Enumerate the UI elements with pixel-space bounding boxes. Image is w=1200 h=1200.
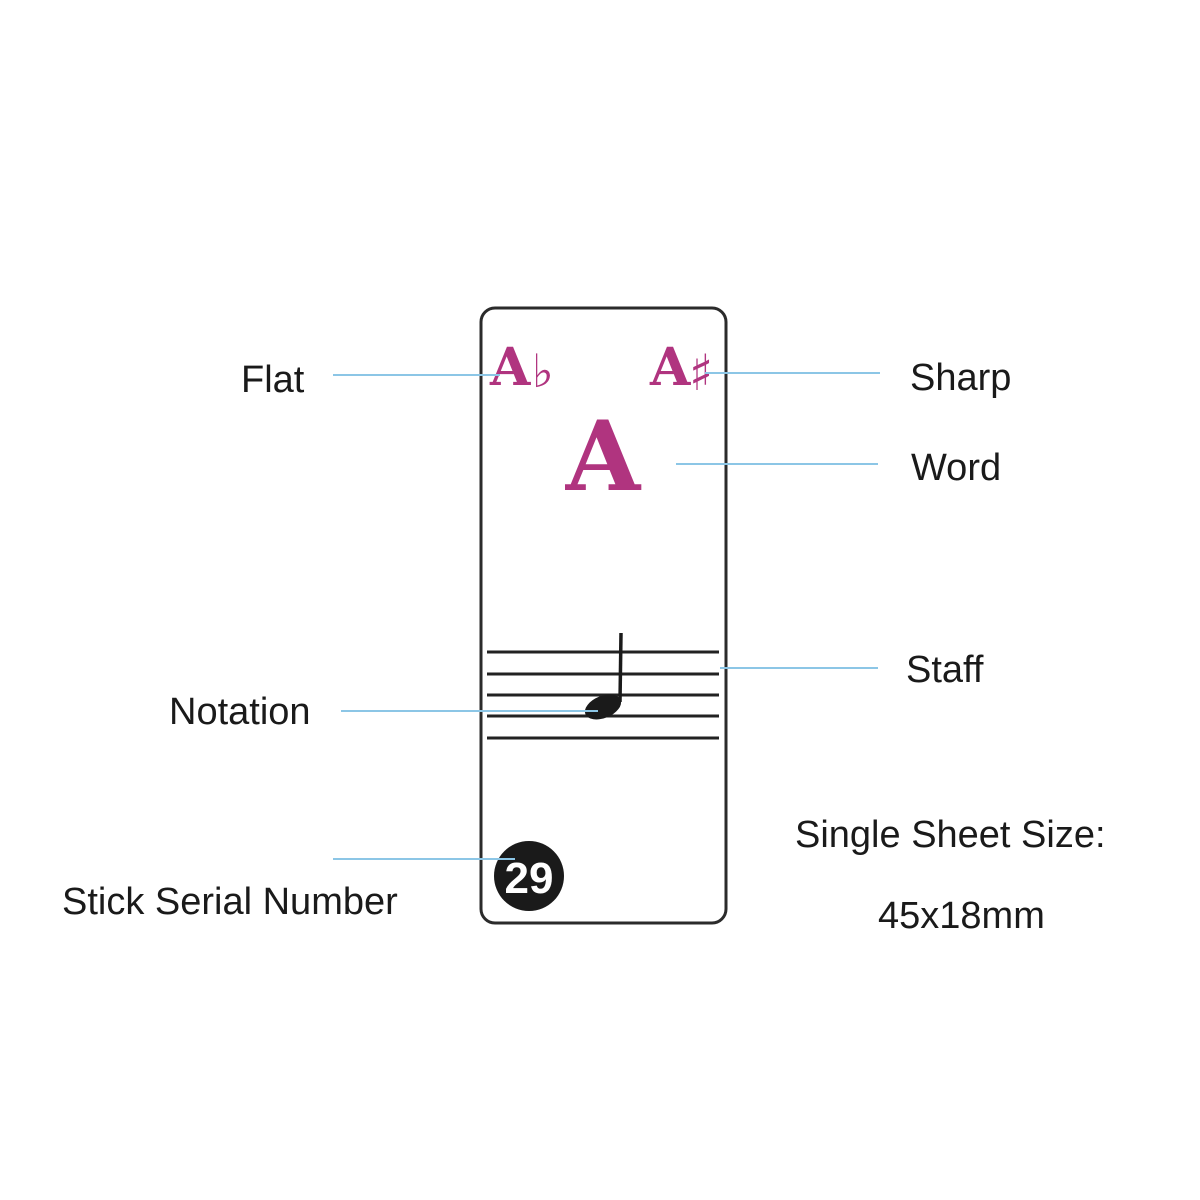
flat-symbol: ♭: [532, 344, 554, 398]
sharp-note-letter: A: [649, 337, 691, 398]
staff-label: Staff: [906, 649, 984, 691]
staff: [487, 650, 719, 740]
flat-note-letter: A: [489, 337, 531, 398]
notation-label: Notation: [169, 691, 311, 733]
quarter-note-icon: [584, 632, 623, 720]
sticker-card: [479, 306, 728, 925]
serial-label: Stick Serial Number: [62, 881, 398, 923]
main-note-letter: A: [565, 400, 642, 513]
size-title: Single Sheet Size:: [795, 814, 1106, 856]
word-label: Word: [911, 447, 1001, 489]
size-value: 45x18mm: [878, 895, 1045, 937]
serial-number: 29: [505, 854, 554, 903]
sharp-label: Sharp: [910, 357, 1011, 399]
flat-label: Flat: [241, 359, 305, 401]
